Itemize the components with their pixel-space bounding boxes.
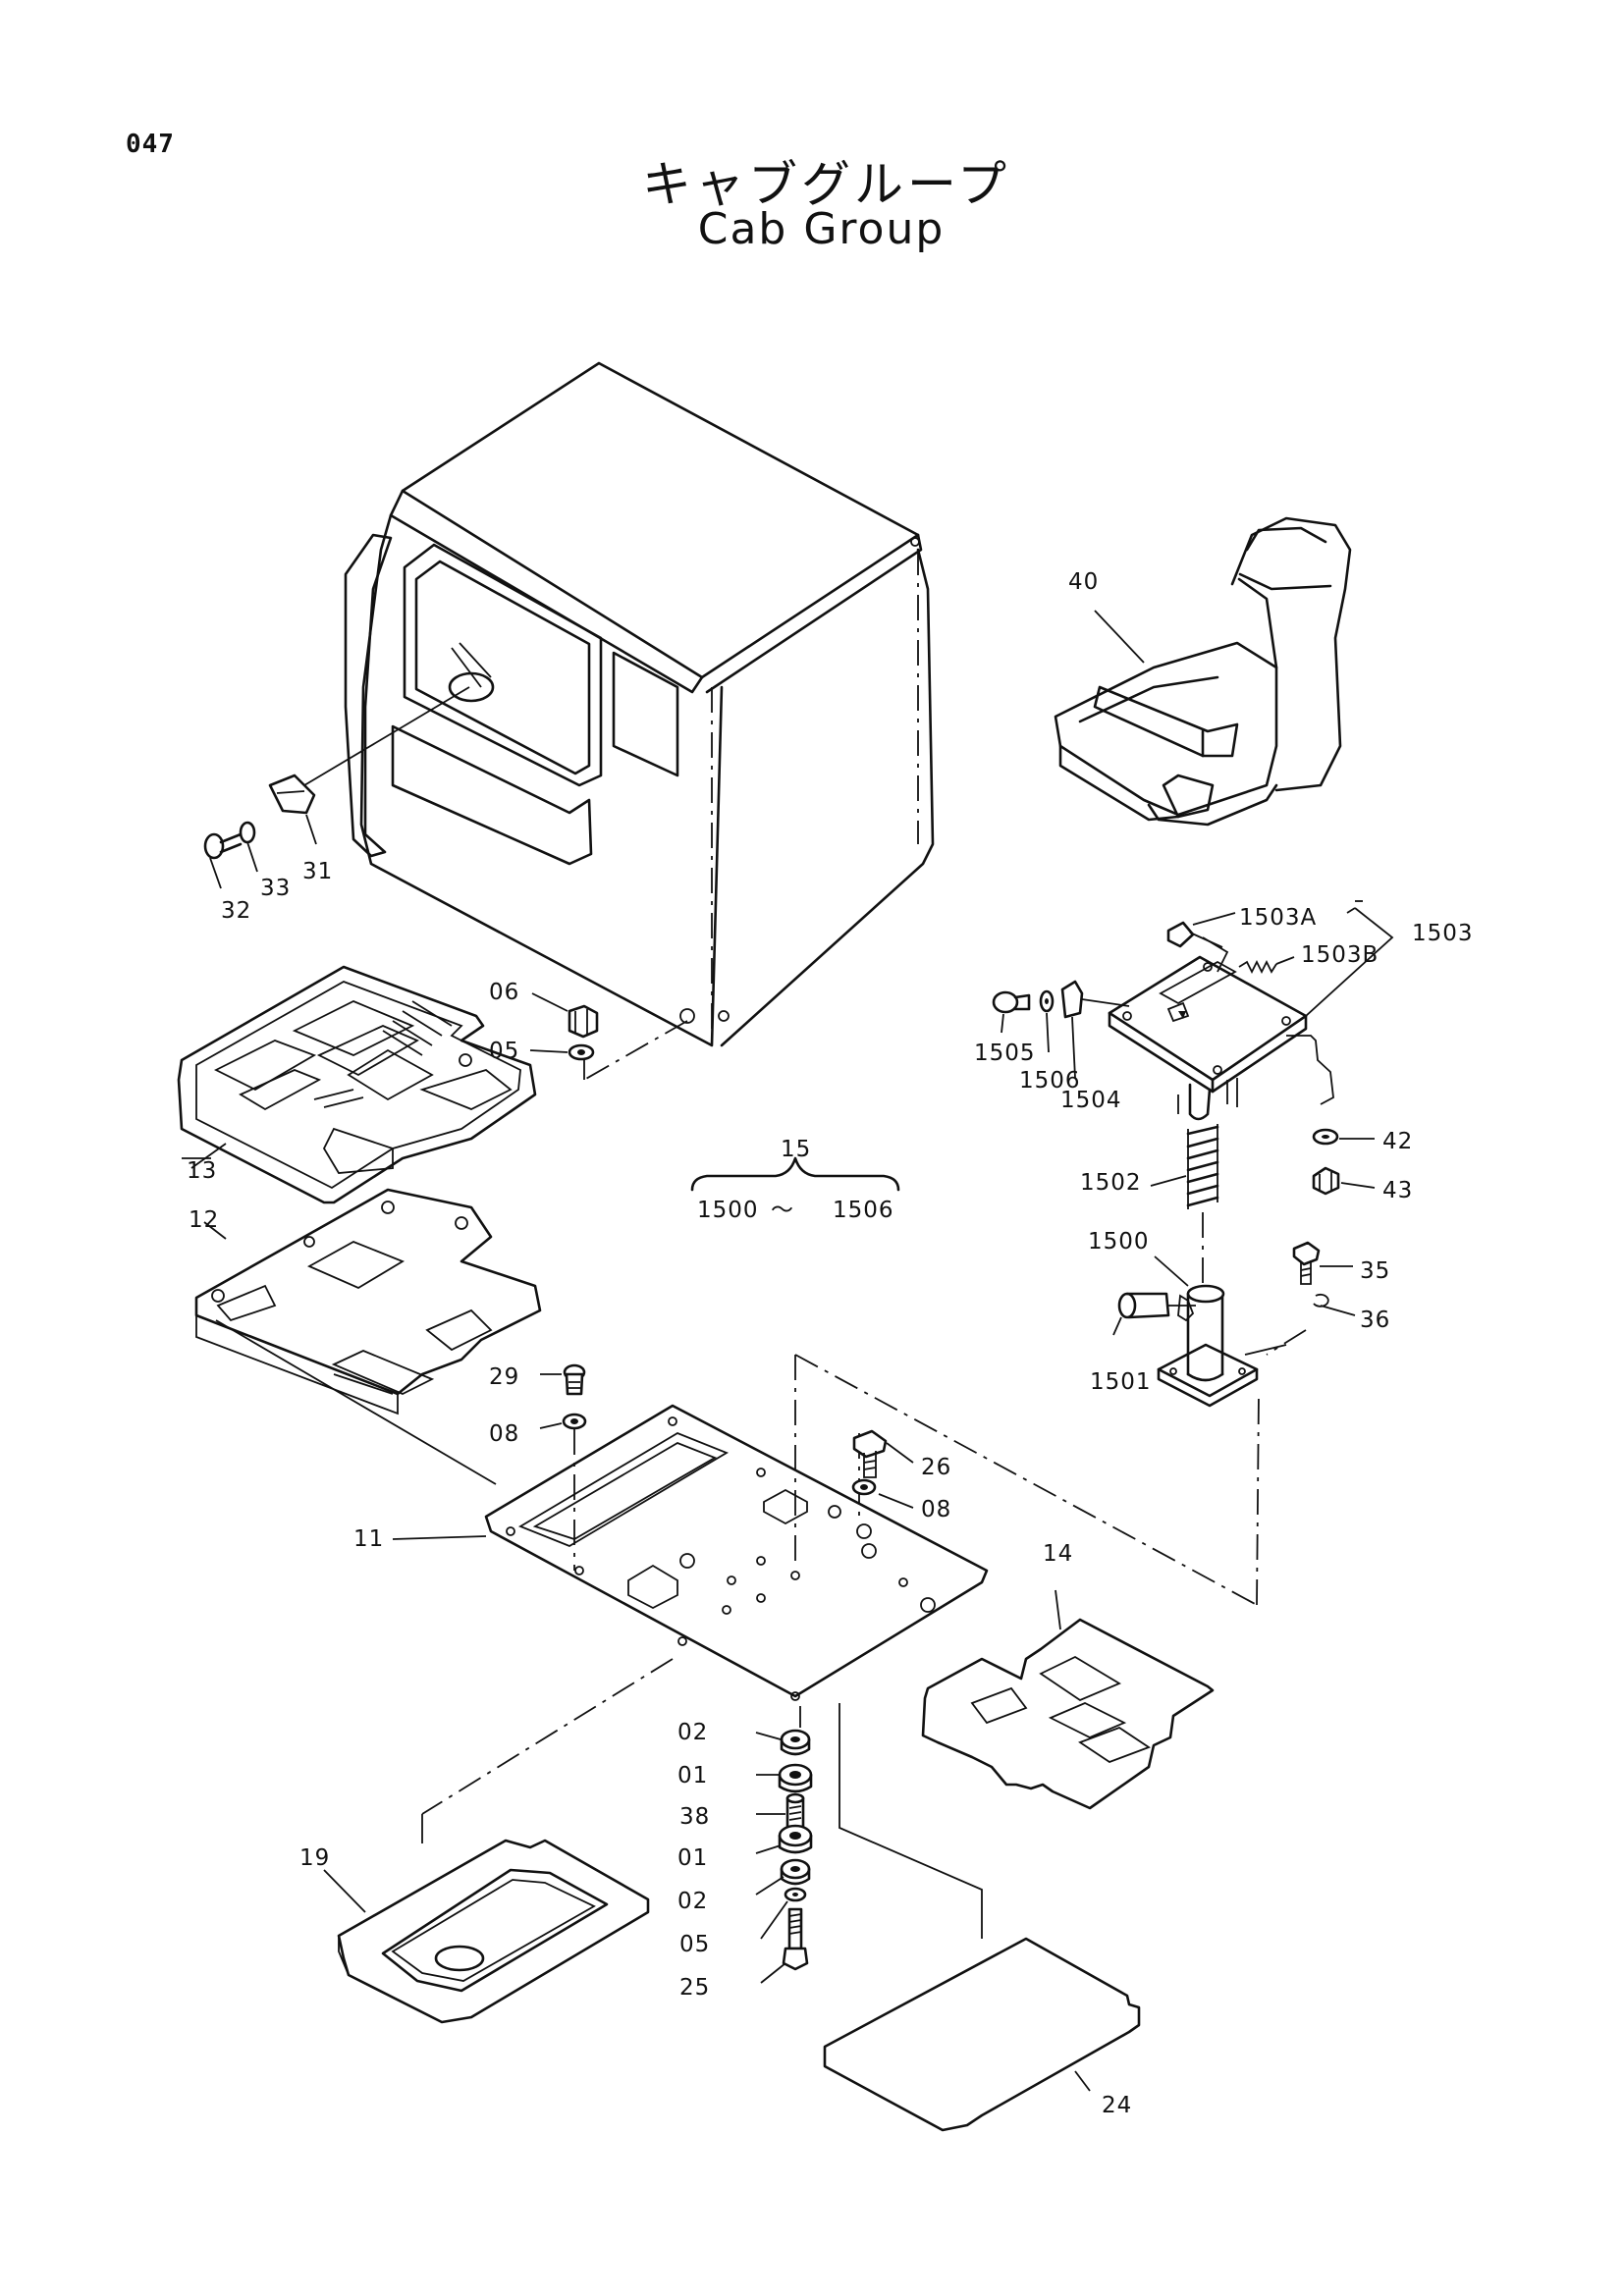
label-1501: 1501 xyxy=(1090,1369,1152,1395)
part-1502-spring xyxy=(1150,1124,1219,1284)
part-29-screw xyxy=(540,1363,586,1396)
part-42-washer xyxy=(1312,1128,1375,1146)
leader-1503 xyxy=(1305,907,1394,1017)
part-36-washer xyxy=(1266,1293,1356,1356)
label-14: 14 xyxy=(1043,1541,1073,1567)
part-15-group-bracket xyxy=(690,1156,900,1192)
part-26-bolt xyxy=(852,1429,914,1478)
label-1504: 1504 xyxy=(1060,1088,1122,1113)
label-11: 11 xyxy=(353,1526,384,1552)
label-1506: 1506 xyxy=(1019,1068,1081,1094)
label-40: 40 xyxy=(1068,569,1099,595)
part-1503B-spring xyxy=(1238,956,1295,975)
part-38-spacer xyxy=(756,1792,805,1830)
label-15: 15 xyxy=(781,1137,811,1162)
label-19: 19 xyxy=(299,1845,330,1871)
part-02-cushion-lower xyxy=(755,1858,811,1896)
label-35: 35 xyxy=(1360,1258,1390,1284)
part-labels: 40 31 32 33 06 05 13 12 15 1500 〜 1506 1… xyxy=(187,569,1474,2118)
part-33-washer xyxy=(239,821,258,873)
label-32: 32 xyxy=(221,898,251,924)
label-01-upper: 01 xyxy=(677,1763,708,1789)
label-12: 12 xyxy=(189,1207,219,1233)
part-08-washer-right xyxy=(851,1478,914,1509)
cab-body xyxy=(303,361,935,1081)
part-13-floor-mat xyxy=(177,965,537,1204)
label-1506-range-end: 1506 xyxy=(833,1198,894,1223)
label-25: 25 xyxy=(679,1975,710,2001)
label-05-upper: 05 xyxy=(489,1039,519,1064)
label-42: 42 xyxy=(1382,1129,1413,1154)
part-35-bolt xyxy=(1292,1241,1353,1285)
label-1505: 1505 xyxy=(974,1041,1036,1066)
part-1506-washer xyxy=(1039,989,1055,1053)
part-32-screw xyxy=(203,832,243,889)
label-31: 31 xyxy=(302,859,333,884)
part-25-bolt xyxy=(760,1907,809,1984)
label-1500: 1500 xyxy=(1088,1229,1150,1255)
part-19-cover xyxy=(323,1839,650,2024)
part-1504-bracket xyxy=(1060,980,1130,1079)
part-1505-bolt xyxy=(992,990,1031,1034)
label-36: 36 xyxy=(1360,1308,1390,1333)
label-01-lower: 01 xyxy=(677,1845,708,1871)
part-1501-pin xyxy=(1112,1292,1196,1336)
label-06: 06 xyxy=(489,980,519,1005)
part-31-latch xyxy=(268,774,317,845)
label-38: 38 xyxy=(679,1804,710,1830)
part-01-rubber-upper xyxy=(756,1763,813,1793)
label-26: 26 xyxy=(921,1455,951,1480)
label-1500-range-start: 1500 xyxy=(697,1198,759,1223)
label-33: 33 xyxy=(260,876,291,901)
label-1503: 1503 xyxy=(1412,921,1474,946)
label-43: 43 xyxy=(1382,1178,1413,1203)
part-05-washer-upper xyxy=(529,1043,595,1061)
part-40-seat xyxy=(1054,516,1352,827)
part-1500-post xyxy=(1154,1255,1287,1408)
part-11-floor-plate xyxy=(392,1354,1260,1939)
part-06-nut xyxy=(531,992,599,1039)
label-05-lower: 05 xyxy=(679,1932,710,1957)
label-08-right: 08 xyxy=(921,1497,951,1522)
part-01-rubber-lower xyxy=(755,1824,813,1854)
part-12-plate xyxy=(194,1188,542,1485)
label-02-lower: 02 xyxy=(677,1889,708,1914)
label-1502: 1502 xyxy=(1080,1170,1142,1196)
label-range-tilde: 〜 xyxy=(771,1198,794,1223)
label-13: 13 xyxy=(187,1158,217,1184)
part-14-floor-mat xyxy=(921,1589,1215,1810)
title-japanese: キャブグループ xyxy=(642,156,1010,213)
label-1503A: 1503A xyxy=(1239,905,1317,931)
label-02-upper: 02 xyxy=(677,1720,708,1745)
part-02-cushion-upper xyxy=(755,1729,811,1756)
label-24: 24 xyxy=(1102,2093,1132,2118)
part-24-cover xyxy=(823,1937,1141,2132)
page-number: 047 xyxy=(126,130,175,159)
title-english: Cab Group xyxy=(697,204,946,254)
part-08-washer-left xyxy=(539,1413,587,1571)
label-08-left: 08 xyxy=(489,1421,519,1447)
label-1503B: 1503B xyxy=(1301,942,1379,968)
part-1503A-knob xyxy=(1166,912,1236,948)
label-29: 29 xyxy=(489,1364,519,1390)
part-05-washer-lower xyxy=(760,1887,807,1940)
part-43-nut xyxy=(1312,1166,1376,1196)
part-1503-seat-base xyxy=(1108,936,1334,1121)
